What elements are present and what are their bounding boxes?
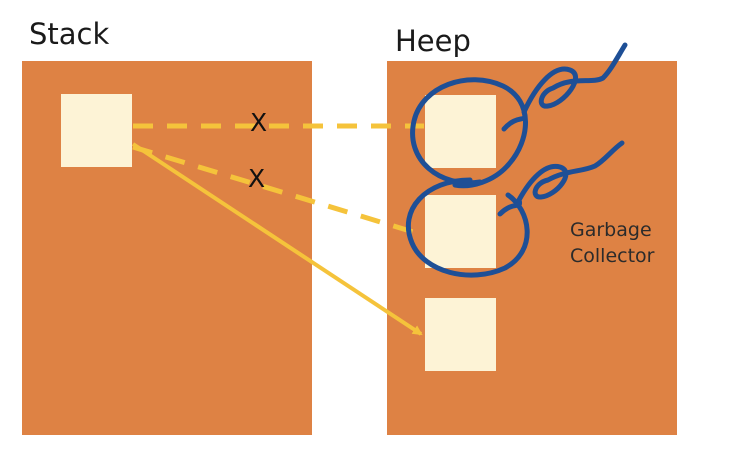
solid-reference-arrow [131, 142, 423, 336]
heap-object-2 [425, 195, 496, 268]
garbage-collector-line-2: Collector [570, 244, 655, 267]
heap-title: Heep [395, 24, 471, 58]
dashed-reference-2 [132, 144, 421, 237]
stack-object [61, 94, 132, 167]
x-mark-1: X [250, 108, 268, 137]
garbage-collector-line-1: Garbage [570, 219, 652, 241]
stack-title: Stack [29, 17, 110, 51]
x-mark-2: X [248, 164, 266, 193]
garbage-collector-scribble [405, 42, 628, 278]
garbage-collector-label: Garbage Collector [570, 218, 654, 269]
heap-object-3 [425, 298, 496, 371]
heap-object-1 [425, 95, 496, 168]
